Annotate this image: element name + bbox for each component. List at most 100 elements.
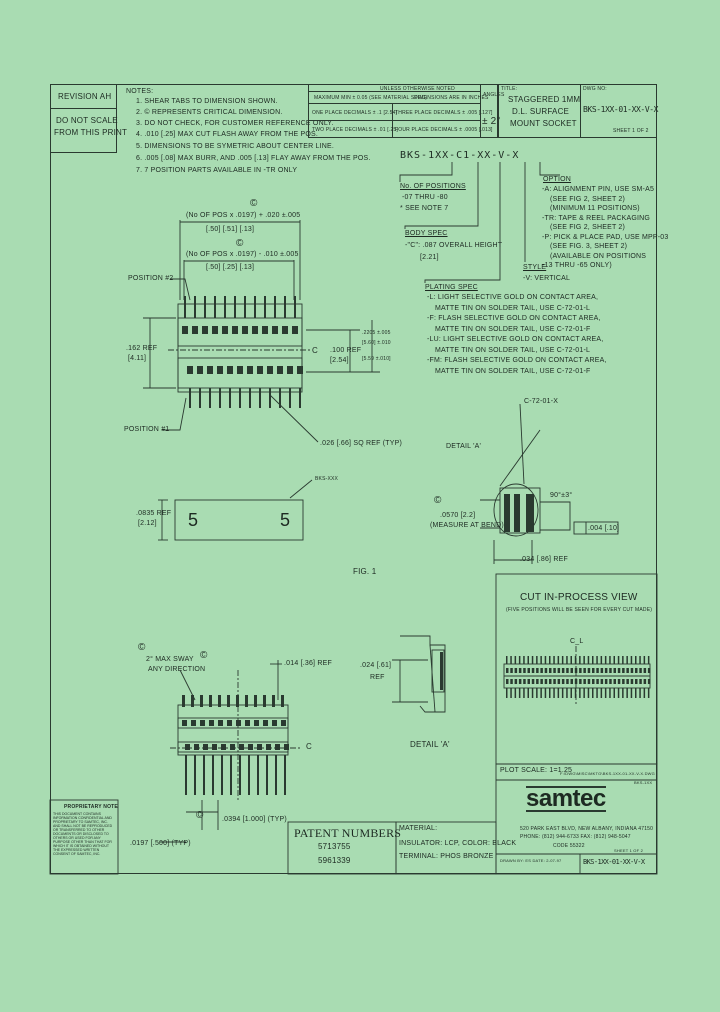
pin-lead — [596, 688, 598, 698]
pin-lead — [299, 388, 301, 408]
pin-lead — [209, 388, 211, 408]
pin-lead — [249, 388, 251, 408]
pin-lead — [254, 296, 256, 318]
sheet-number: SHEET 1 OF 2 — [613, 128, 649, 134]
contact-pad — [218, 720, 223, 726]
contact-pad — [622, 679, 625, 684]
contact-pad — [630, 668, 634, 673]
plating-item: -L: LIGHT SELECTIVE GOLD ON CONTACT AREA… — [427, 294, 599, 301]
contact-pad — [643, 668, 647, 673]
opts-item: -13 THRU -65 ONLY) — [542, 262, 612, 269]
contact-pad — [536, 668, 539, 673]
contact-pad — [561, 679, 565, 684]
pin-lead — [224, 296, 226, 318]
note-item: 2. © REPRESENTS CRITICAL DIMENSION. — [136, 109, 283, 116]
tolerance-three-place: THREE PLACE DECIMALS ± .005 [.127] — [395, 110, 493, 116]
pin-lead — [191, 695, 194, 707]
contact-pad — [566, 679, 569, 684]
contact-pad — [263, 720, 268, 726]
fig1-dim-top-mm: [.50] [.51] [.13] — [206, 226, 255, 233]
pin-lead — [557, 656, 560, 664]
contact-pad — [287, 366, 293, 374]
contact-pad — [247, 366, 253, 374]
pin-lead — [570, 656, 572, 664]
contact-pad — [643, 679, 647, 684]
angles-label: ANGLES — [483, 92, 505, 98]
dim-100: .100 REF — [330, 347, 362, 354]
contact-pad — [609, 679, 612, 684]
ref-0835: .0835 REF — [136, 510, 172, 517]
position-2-label: POSITION #2 — [128, 275, 174, 282]
contact-pad — [553, 668, 556, 673]
contact-pad — [622, 668, 625, 673]
pin-lead — [514, 656, 517, 664]
critical-mark: © — [196, 810, 204, 821]
body-spec-mm: [2.21] — [420, 254, 439, 261]
pin-lead — [540, 656, 542, 664]
pin-lead — [239, 388, 241, 408]
contact-pad — [202, 326, 208, 334]
contact-pad — [262, 326, 268, 334]
material-label: MATERIAL: — [399, 825, 438, 832]
detail-a-label: DETAIL 'A' — [446, 443, 482, 450]
plating-item: -FM: FLASH SELECTIVE GOLD ON CONTACT ARE… — [427, 357, 607, 364]
contact-pad — [557, 668, 561, 673]
centerline-mark: C — [312, 346, 318, 355]
contact-pad — [194, 744, 199, 750]
critical-mark: © — [236, 238, 244, 249]
pin-lead — [506, 688, 508, 698]
contact-pad — [531, 668, 535, 673]
pin-lead — [626, 688, 628, 698]
pin-lead — [531, 688, 534, 698]
centerline-mark: C — [306, 742, 312, 751]
scale-note-line2: FROM THIS PRINT — [54, 128, 128, 137]
title-line3: MOUNT SOCKET — [510, 119, 577, 128]
contact-pad — [203, 744, 208, 750]
contact-pad — [266, 744, 271, 750]
pin-lead — [583, 688, 585, 698]
contact-pad — [192, 326, 198, 334]
pin-lead — [506, 656, 508, 664]
pin-lead — [643, 688, 646, 698]
pin-lead — [574, 656, 577, 664]
pin-lead — [579, 688, 581, 698]
contact-pad — [212, 326, 218, 334]
contact-pad — [592, 679, 595, 684]
company-logo: samtec — [526, 785, 606, 812]
contact-pad — [544, 679, 548, 684]
pin-lead — [587, 656, 590, 664]
pin-lead — [272, 695, 275, 707]
body-spec-title: BODY SPEC — [405, 230, 448, 237]
contact-pad — [592, 668, 595, 673]
contact-pad — [549, 679, 552, 684]
pin-lead — [234, 296, 236, 318]
pin-lead — [540, 688, 542, 698]
plating-title: PLATING SPEC — [425, 284, 478, 291]
tolerance-row1b: DIMENSIONS ARE IN INCHES — [414, 95, 489, 101]
contact-pad — [267, 366, 273, 374]
ref-0835-mm: [2.12] — [138, 520, 157, 527]
plot-scale: PLOT SCALE: 1=1.25 — [500, 767, 573, 774]
proprietary-title: PROPRIETARY NOTE — [64, 804, 118, 810]
contact-pad — [221, 744, 226, 750]
pin-lead — [635, 656, 637, 664]
dim-2205: .2205 ±.005 — [362, 330, 391, 336]
ref-162-mm: [4.11] — [128, 355, 147, 362]
pin-lead — [257, 755, 259, 795]
pin-lead — [274, 296, 276, 318]
contact-pad — [209, 720, 214, 726]
pin-lead — [245, 695, 248, 707]
dim-100-mm: [2.54] — [330, 357, 349, 364]
notes-title: NOTES: — [126, 88, 154, 95]
contact-pad — [245, 720, 250, 726]
pin-lead — [592, 656, 594, 664]
opts-item: (SEE FIG. 3, SHEET 2) — [550, 243, 628, 250]
contact-pad — [583, 668, 586, 673]
style-vertical: -V: VERTICAL — [523, 275, 571, 282]
cut-view-subtitle: (FIVE POSITIONS WILL BE SEEN FOR EVERY C… — [506, 607, 653, 613]
pin-lead — [229, 388, 231, 408]
pin-lead — [604, 688, 607, 698]
pin-lead — [583, 656, 585, 664]
contact-pad — [527, 668, 530, 673]
